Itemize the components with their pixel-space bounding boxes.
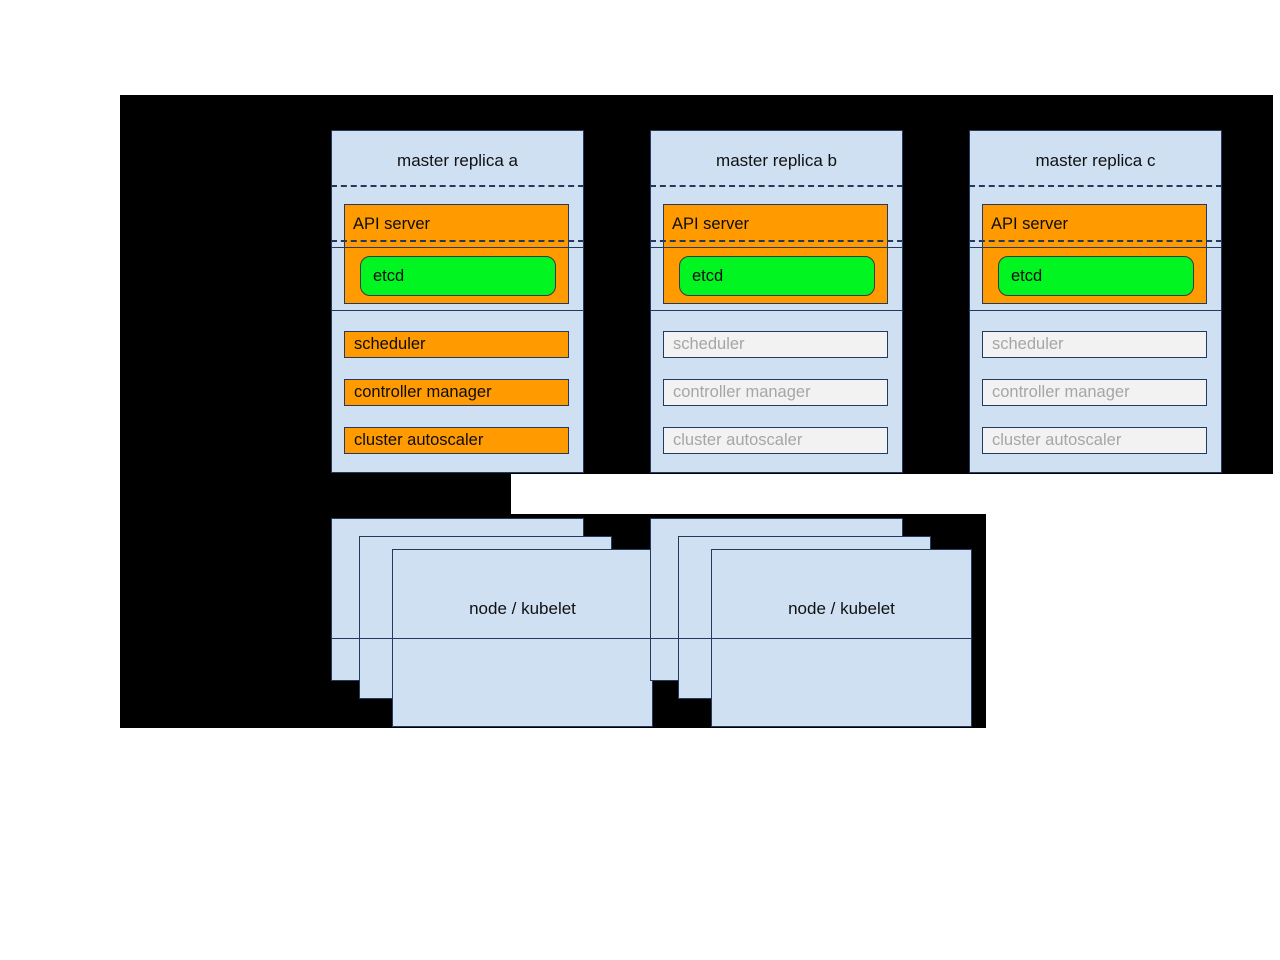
replica-a-etcd-bottom-rule (331, 310, 584, 311)
replica-c-component-scheduler[interactable]: scheduler (982, 331, 1207, 358)
node-stack-2-label: node / kubelet (788, 599, 895, 618)
replica-a-component-cluster-autoscaler[interactable]: cluster autoscaler (344, 427, 569, 454)
replica-a-component-controller-manager[interactable]: controller manager (344, 379, 569, 406)
replica-c-etcd-top-rule (969, 247, 1222, 248)
replica-a-api-divider (331, 240, 584, 242)
replica-a-title: master replica a (397, 151, 518, 170)
replica-c-top-divider (969, 185, 1222, 187)
node-stack-1-divider (331, 638, 653, 639)
replica-b-top-divider (650, 185, 903, 187)
replica-c-api-divider (969, 240, 1222, 242)
node-stack-1-label: node / kubelet (469, 599, 576, 618)
replica-b-etcd-bottom-rule (650, 310, 903, 311)
replica-b-etcd-top-rule (650, 247, 903, 248)
replica-b-api-server-label: API server (672, 215, 750, 233)
replica-c-api-server-label: API server (991, 215, 1069, 233)
replica-c-component-cluster-autoscaler[interactable]: cluster autoscaler (982, 427, 1207, 454)
replica-a-component-scheduler[interactable]: scheduler (344, 331, 569, 358)
replica-c-etcd[interactable]: etcd (998, 256, 1194, 296)
replica-a-etcd-top-rule (331, 247, 584, 248)
replica-b-etcd[interactable]: etcd (679, 256, 875, 296)
replica-a-api-server-label: API server (353, 215, 431, 233)
replica-a-etcd[interactable]: etcd (360, 256, 556, 296)
replica-c-component-controller-manager[interactable]: controller manager (982, 379, 1207, 406)
node-stack-2-divider (650, 638, 972, 639)
replica-b-api-divider (650, 240, 903, 242)
replica-b-title: master replica b (716, 151, 837, 170)
replica-c-etcd-bottom-rule (969, 310, 1222, 311)
gap-band (511, 474, 1280, 514)
replica-b-component-scheduler[interactable]: scheduler (663, 331, 888, 358)
replica-b-component-cluster-autoscaler[interactable]: cluster autoscaler (663, 427, 888, 454)
replica-a-top-divider (331, 185, 584, 187)
replica-c-title: master replica c (1035, 151, 1156, 170)
backdrop-plate-left (120, 474, 511, 514)
replica-b-component-controller-manager[interactable]: controller manager (663, 379, 888, 406)
